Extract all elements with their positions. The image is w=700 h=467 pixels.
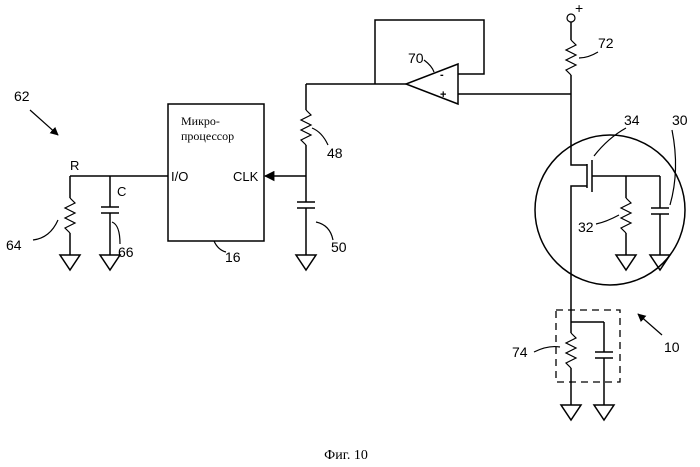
ref-16-label: 16 <box>225 249 241 265</box>
resistor-72-symbol <box>566 40 576 75</box>
ref-48-label: 48 <box>327 145 343 161</box>
capacitor-c-label: C <box>117 184 126 199</box>
sensor-circle-outline <box>535 135 685 285</box>
ref-34-leader <box>594 128 626 156</box>
ref-50-label: 50 <box>331 239 347 255</box>
network-74-box <box>556 310 620 382</box>
ground-30-icon <box>650 255 670 270</box>
op-amp: - + 70 <box>306 20 571 104</box>
ref-66-leader <box>112 222 120 244</box>
ref-34-label: 34 <box>624 112 640 128</box>
ref-50-leader <box>316 222 333 240</box>
source-wire <box>571 186 587 312</box>
ref-30-label: 30 <box>672 112 688 128</box>
ref-30-leader <box>670 130 676 205</box>
microprocessor-label-line2: процессор <box>181 129 234 143</box>
resistor-32-symbol <box>621 198 631 233</box>
sensor-circle: 34 30 32 10 <box>535 112 688 355</box>
supply-terminal-icon <box>567 14 575 22</box>
ref-62-arrow <box>30 110 58 135</box>
resistor-r-label: R <box>70 158 79 173</box>
drain-wire <box>571 75 587 165</box>
ref-48-leader <box>312 128 328 145</box>
microprocessor-block: Микро- процессор I/O CLK 16 <box>168 104 264 265</box>
ground-74r-icon <box>561 405 581 420</box>
op-amp-minus-sign: - <box>440 69 444 81</box>
supply-branch: + 72 <box>566 0 614 165</box>
ground-74c-icon <box>594 405 614 420</box>
resistor-48-symbol <box>301 110 311 145</box>
ground-32-icon <box>616 255 636 270</box>
ground-50-icon <box>296 255 316 270</box>
ref-70-label: 70 <box>408 50 424 66</box>
ref-62-label: 62 <box>14 88 30 104</box>
ref-10-arrow <box>638 314 662 335</box>
ref-32-leader <box>596 215 619 224</box>
ref-72-leader <box>579 52 598 58</box>
ground-c-icon <box>100 255 120 270</box>
clock-network: 48 50 <box>265 84 347 270</box>
op-amp-triangle <box>406 64 458 104</box>
figure-caption: Фиг. 10 <box>324 448 368 463</box>
clk-pin-label: CLK <box>233 169 259 184</box>
load-network-74: 74 <box>512 310 620 420</box>
ref-64-leader <box>33 220 58 240</box>
microprocessor-label-line1: Микро- <box>181 114 220 128</box>
ref-32-label: 32 <box>578 219 594 235</box>
io-pin-label: I/O <box>171 169 188 184</box>
resistor-r-symbol <box>65 198 75 233</box>
op-amp-plus-sign: + <box>440 89 446 101</box>
rc-network: R C 62 64 66 <box>6 88 168 270</box>
ref-74-label: 74 <box>512 344 528 360</box>
ref-64-label: 64 <box>6 237 22 253</box>
resistor-74-symbol <box>566 333 576 368</box>
ref-72-label: 72 <box>598 35 614 51</box>
ref-10-label: 10 <box>664 339 680 355</box>
ref-66-label: 66 <box>118 244 134 260</box>
supply-plus-label: + <box>575 0 583 16</box>
ground-r-icon <box>60 255 80 270</box>
ref-70-leader <box>424 60 434 72</box>
